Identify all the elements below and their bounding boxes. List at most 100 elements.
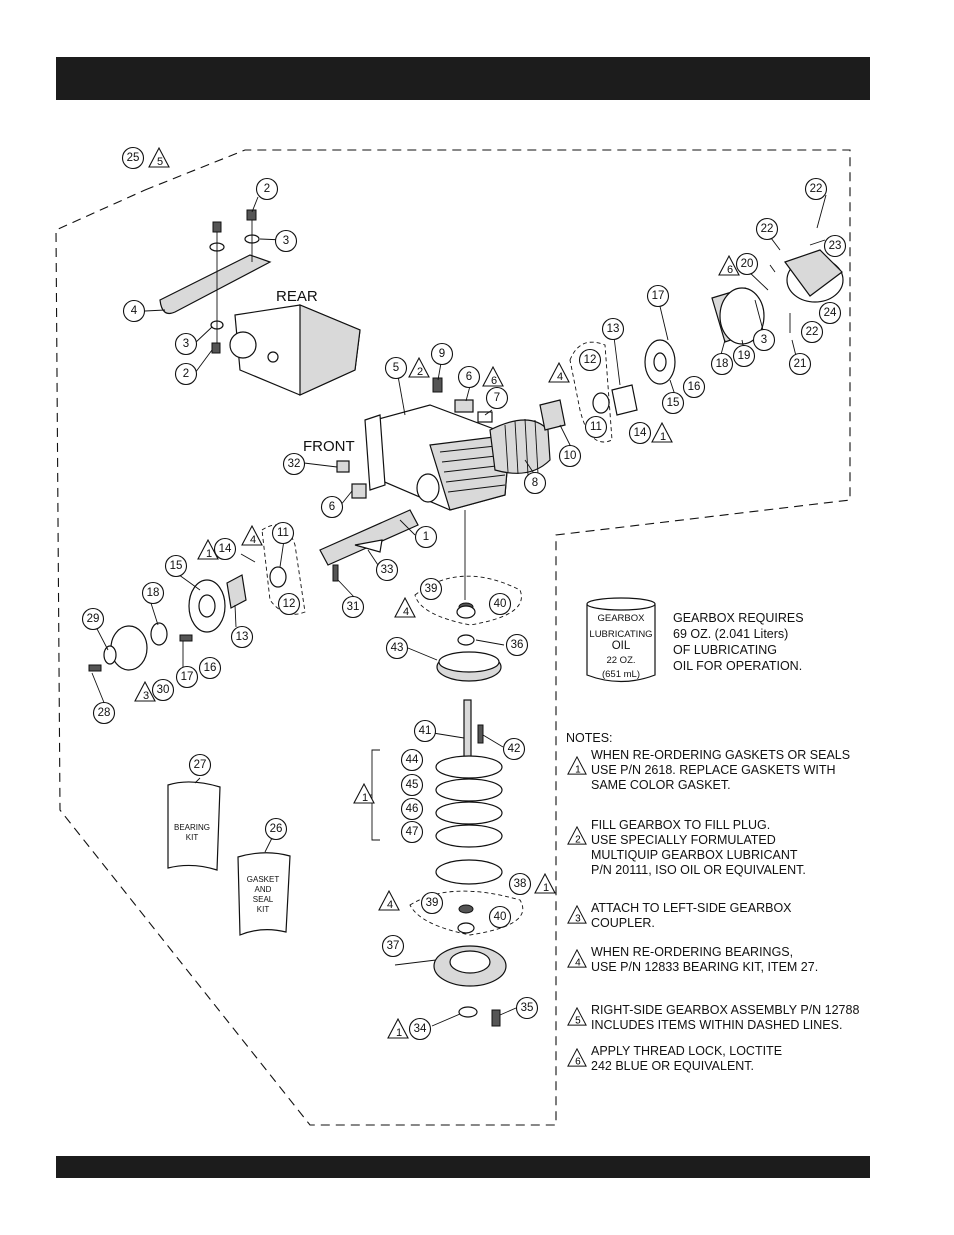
note-line: WHEN RE-ORDERING BEARINGS, [591,945,794,959]
gasket-kit-label-2: AND [255,885,272,894]
rear-housing [159,254,361,396]
callout-number: 33 [381,564,394,576]
callout-number: 26 [270,823,283,835]
callout-14: 14 [213,537,237,561]
note-number: 1 [575,764,581,775]
callout-3: 3 [174,332,198,356]
callout-40: 40 [488,905,512,929]
callout-29: 29 [81,607,105,631]
callout-23: 23 [823,234,847,258]
callout-33: 33 [375,558,399,582]
callout-number: 47 [406,826,419,838]
gasket-kit-label-1: GASKET [247,875,280,884]
callout-number: 28 [98,707,111,719]
note-triangle-number: 1 [543,882,549,894]
callout-number: 18 [147,587,160,599]
callout-2: 2 [255,177,279,201]
callout-number: 15 [667,397,680,409]
callout-number: 44 [406,754,419,766]
callout-22: 22 [755,217,779,241]
callout-37: 37 [381,934,405,958]
oil-can-label-1: GEARBOX [598,613,646,624]
note-line: COUPLER. [591,916,655,930]
callout-number: 45 [406,779,419,791]
callout-19: 19 [732,344,756,368]
callout-22: 22 [800,320,824,344]
callout-number: 16 [688,381,701,393]
note-text: WHEN RE-ORDERING BEARINGS,USE P/N 12833 … [591,945,818,975]
note-triangle-1: 1 [353,782,375,804]
callout-46: 46 [400,797,424,821]
callout-number: 13 [236,631,249,643]
gasket-kit-label-3: SEAL [253,895,274,904]
callout-39: 39 [420,891,444,915]
note-triangle-icon: 3 [567,905,587,924]
callout-26: 26 [264,817,288,841]
callout-5: 5 [384,356,408,380]
front-label: FRONT [303,438,355,455]
note-triangle-number: 2 [417,366,423,378]
callout-42: 42 [502,737,526,761]
callout-39: 39 [419,577,443,601]
callout-45: 45 [400,773,424,797]
oil-requirement: GEARBOX REQUIRES 69 OZ. (2.041 Liters) O… [673,610,873,674]
callout-34: 34 [408,1017,432,1041]
callout-number: 17 [181,671,194,683]
callout-44: 44 [400,748,424,772]
callout-32: 32 [282,452,306,476]
note-triangle-6: 6 [482,365,504,387]
callout-47: 47 [400,820,424,844]
oil-can-label-4: 22 OZ. [606,655,635,666]
callout-number: 11 [590,421,602,433]
callout-24: 24 [818,301,842,325]
bearing-kit-label-2: KIT [186,833,199,842]
callout-17: 17 [646,284,670,308]
oil-can-label-5: (651 mL) [602,669,640,680]
right-cover-assembly [644,249,844,385]
note-triangle-number: 5 [157,156,163,168]
callout-38: 38 [508,872,532,896]
callout-30: 30 [151,678,175,702]
callout-43: 43 [385,636,409,660]
note-line: MULTIQUIP GEARBOX LUBRICANT [591,848,798,862]
callout-number: 32 [288,458,301,470]
callout-number: 20 [741,258,754,270]
gasket-kit-label-4: KIT [257,905,270,914]
callout-number: 40 [494,911,507,923]
callout-number: 5 [393,362,399,374]
note-triangle-4: 4 [394,596,416,618]
gasket-kit-bag: GASKET AND SEAL KIT [237,852,291,936]
callout-number: 22 [761,223,774,235]
callout-41: 41 [413,719,437,743]
callout-number: 19 [738,350,751,362]
callout-number: 16 [204,662,217,674]
callout-number: 29 [87,613,100,625]
callout-28: 28 [92,701,116,725]
note-triangle-5: 5 [148,146,170,168]
callout-number: 27 [194,759,207,771]
callout-number: 42 [508,743,521,755]
callout-number: 40 [494,598,507,610]
note-triangle-number: 3 [143,690,149,702]
oil-requirement-line: 69 OZ. (2.041 Liters) [673,627,789,641]
note-triangle-number: 4 [403,606,409,618]
callout-number: 6 [329,501,335,513]
note-line: USE SPECIALLY FORMULATED [591,833,776,847]
note-triangle-number: 6 [727,264,733,276]
worm-gear-assembly [489,384,638,476]
callout-9: 9 [430,342,454,366]
callout-number: 14 [219,543,232,555]
callout-number: 41 [419,725,432,737]
callout-number: 35 [521,1002,534,1014]
bearing-kit-bag: BEARING KIT [167,781,221,871]
top-bolts [209,209,260,354]
callout-10: 10 [558,444,582,468]
callout-number: 10 [564,450,577,462]
callout-number: 2 [183,368,189,380]
note-triangle-1: 1 [651,421,673,443]
callout-16: 16 [682,375,706,399]
note-triangle-4: 4 [378,889,400,911]
